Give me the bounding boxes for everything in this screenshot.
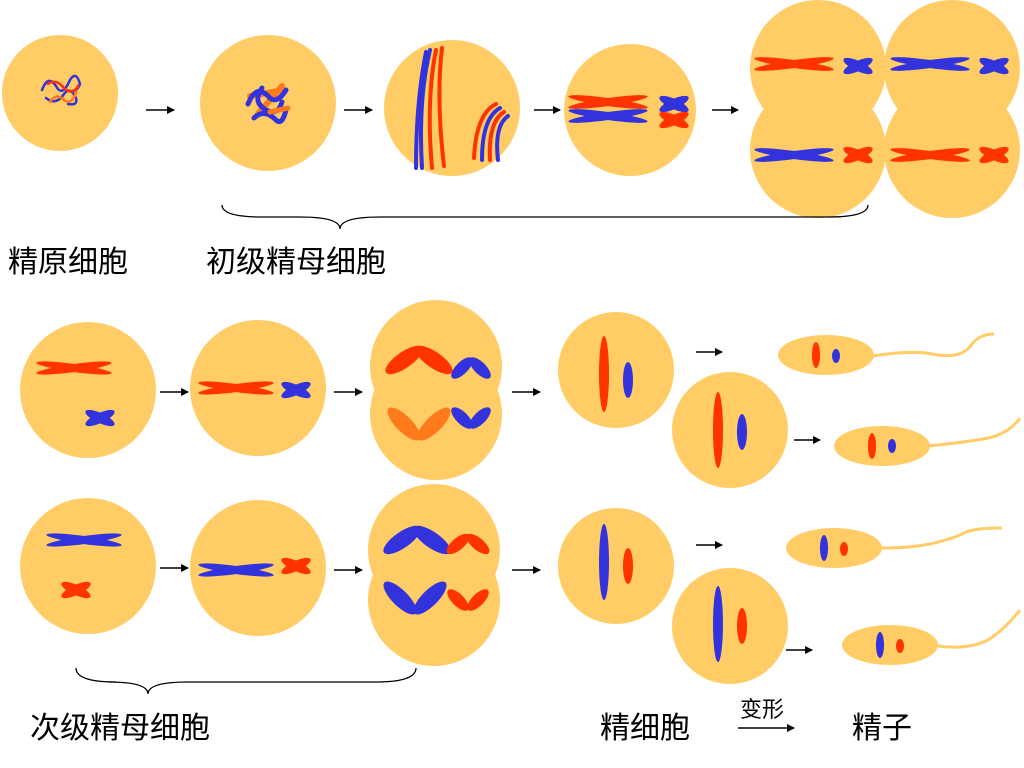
sperm-a1 xyxy=(778,332,995,375)
brace-icon xyxy=(75,667,417,695)
secondary-cell-b-metaphase xyxy=(190,500,326,636)
sperm-tail-icon xyxy=(871,332,995,358)
primary-cell-interphase xyxy=(200,35,336,171)
chromatin-condensed xyxy=(245,83,291,125)
sperm-a2 xyxy=(834,417,1022,466)
primary-cell-prophase xyxy=(384,40,520,176)
secondary-cell-b xyxy=(20,498,156,634)
brace-icon xyxy=(221,204,869,230)
label-primary-spermatocyte: 初级精母细胞 xyxy=(206,245,386,280)
label-transform: 变形 xyxy=(740,698,785,723)
spermatid-b2 xyxy=(672,568,788,684)
secondary-cell-a-metaphase xyxy=(190,320,326,456)
sperm-b2 xyxy=(842,609,1022,665)
secondary-cell-a-anaphase xyxy=(370,300,502,480)
sperm-tail-icon xyxy=(879,526,1003,550)
primary-cell-metaphase xyxy=(564,44,696,176)
sperm-tail-icon xyxy=(927,417,1022,448)
secondary-cell-a xyxy=(20,322,156,458)
sperm-b1 xyxy=(786,526,1003,568)
spermatogonium-cell xyxy=(2,35,118,151)
label-sperm: 精子 xyxy=(852,711,912,746)
spermatid-a1 xyxy=(558,312,674,428)
primary-cell-anaphase-division xyxy=(750,0,1020,218)
secondary-cell-b-anaphase xyxy=(368,484,500,666)
spermatid-a2 xyxy=(672,372,788,488)
label-secondary-spermatocyte: 次级精母细胞 xyxy=(30,711,210,746)
label-spermatid: 精细胞 xyxy=(600,711,690,746)
chromatin-tangle xyxy=(40,74,82,106)
sperm-tail-icon xyxy=(937,609,1022,649)
spermatid-b1 xyxy=(558,508,674,624)
label-spermatogonium: 精原细胞 xyxy=(8,245,128,280)
